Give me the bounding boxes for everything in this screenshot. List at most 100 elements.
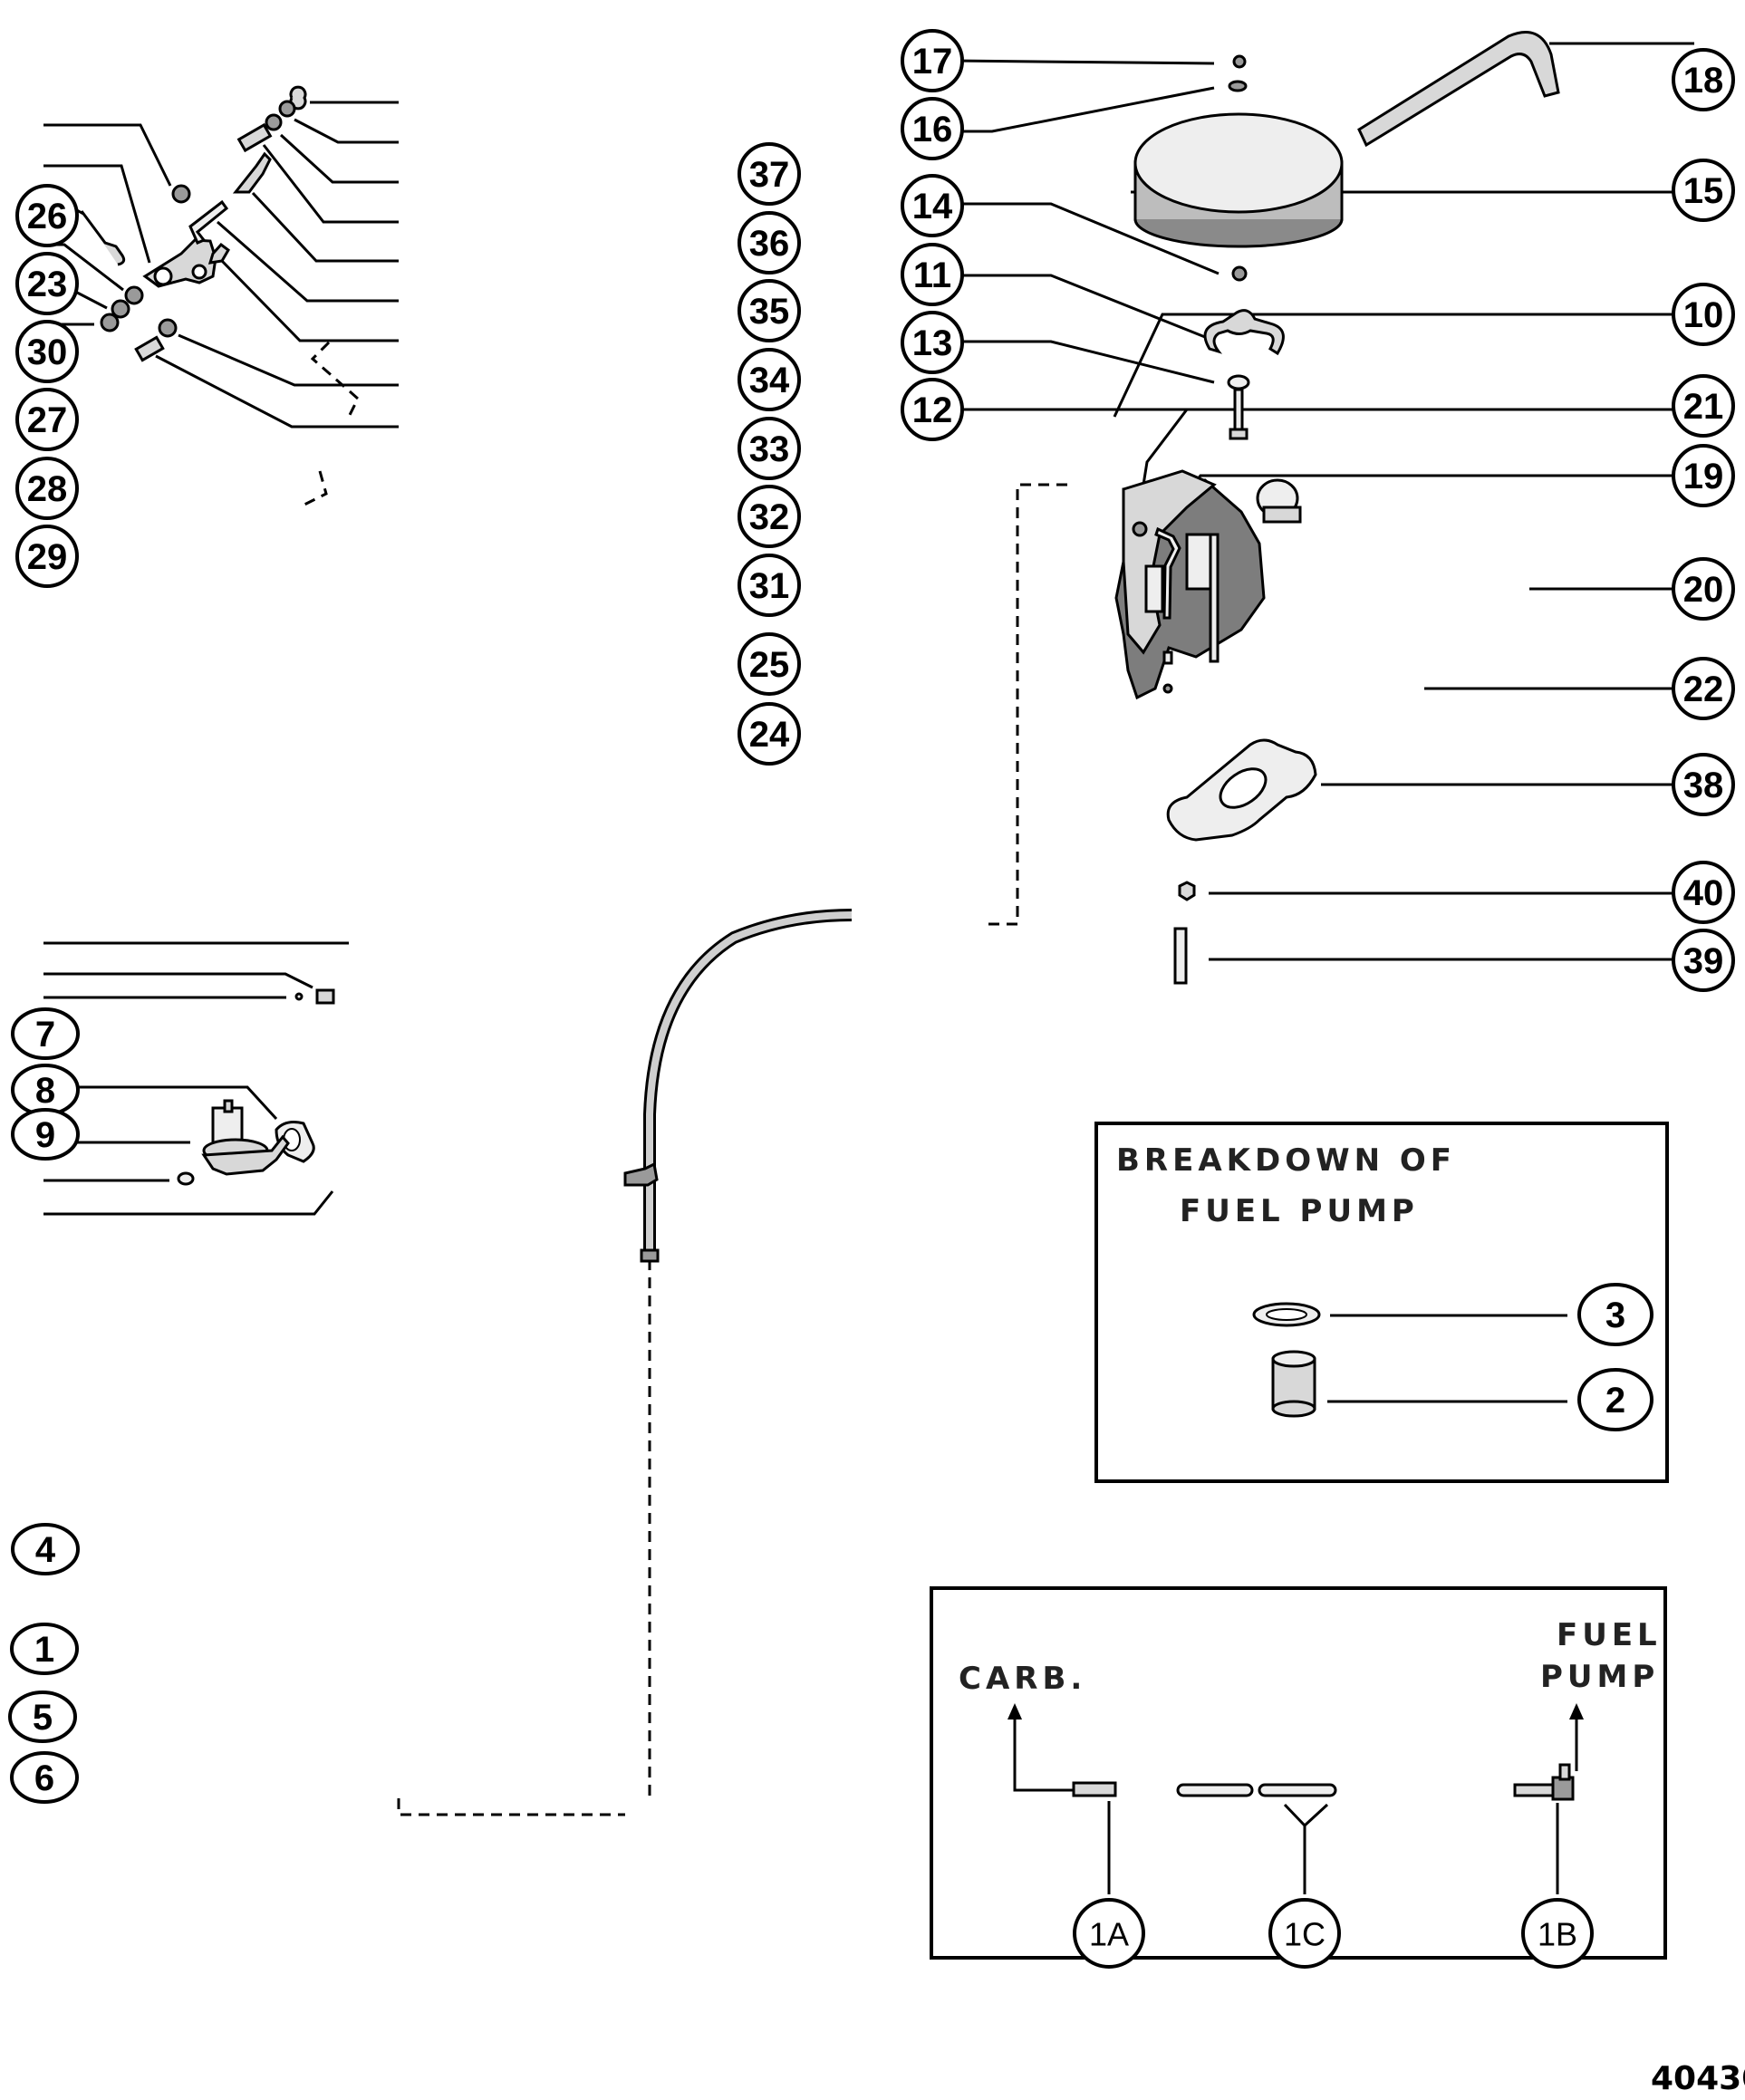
callout-layer: 1716141113121815102119202238403926233027… [8, 29, 1735, 1804]
part-14-nut [1231, 265, 1248, 282]
callout-1a: 1A [1073, 1898, 1145, 1969]
callout-circle [1672, 753, 1735, 816]
callout-circle [738, 702, 801, 766]
callout-number: 1C [1284, 1916, 1326, 1953]
callout-circle [738, 554, 801, 617]
callout-number: 2 [1605, 1381, 1625, 1421]
callout-5: 5 [8, 1691, 77, 1743]
callout-number: 27 [27, 400, 68, 440]
carb-arrowhead-icon [1007, 1703, 1022, 1719]
inset-callout-layer: 3 2 1A 1C 1B [1073, 1283, 1653, 1969]
callout-number: 19 [1683, 457, 1724, 496]
part-13-washer [1227, 374, 1250, 390]
fuel-line-inset: CARB. FUEL PUMP [930, 1586, 1667, 1960]
leader-17 [952, 59, 1215, 65]
callout-3: 3 [1577, 1283, 1653, 1346]
callout-circle [11, 1523, 80, 1575]
leader-4 [43, 1085, 278, 1121]
callout-circle [15, 457, 79, 520]
callout-circle [1521, 1898, 1594, 1969]
fuel-pump-label-line1: FUEL [1557, 1617, 1662, 1653]
callout-number: 5 [33, 1698, 53, 1738]
leader-16 [953, 86, 1215, 133]
callout-9: 9 [11, 1108, 80, 1161]
callout-6: 6 [10, 1751, 79, 1804]
callout-circle [1268, 1898, 1341, 1969]
callout-number: 1B [1538, 1916, 1577, 1953]
assembly-lines [298, 341, 1067, 1816]
callout-circle [8, 1691, 77, 1743]
part-28-washer [111, 299, 130, 319]
callout-number: 1A [1089, 1916, 1129, 1953]
inset-frame [1094, 1122, 1669, 1483]
callout-circle [738, 348, 801, 411]
callout-number: 16 [912, 110, 953, 149]
part-27-washer [124, 285, 144, 305]
callout-17: 17 [901, 29, 964, 92]
leader-6 [43, 1190, 334, 1216]
callout-circle [738, 211, 801, 275]
callout-number: 11 [913, 255, 951, 295]
leader-26 [43, 123, 172, 187]
callout-26: 26 [15, 184, 79, 247]
callout-number: 40 [1683, 873, 1724, 913]
carb-arrow [1013, 1717, 1074, 1792]
leader-23 [43, 164, 151, 264]
leader-36 [294, 118, 399, 144]
callout-30: 30 [15, 320, 79, 383]
callout-8: 8 [11, 1064, 80, 1116]
callout-circle [901, 243, 964, 306]
callout-number: 32 [749, 497, 790, 537]
part-16-washer [1228, 80, 1248, 92]
leader-21 [1138, 408, 1694, 508]
callout-circle [15, 525, 79, 588]
callout-circle [1672, 444, 1735, 507]
carb-label: CARB. [959, 1661, 1086, 1697]
callout-19: 19 [1672, 444, 1735, 507]
part-36-washer [278, 100, 296, 118]
callout-number: 13 [912, 323, 953, 363]
callout-number: 8 [35, 1071, 55, 1111]
inset-title-line2: FUEL PUMP [1180, 1193, 1419, 1229]
part-18-vent-hose [1357, 31, 1560, 148]
callout-number: 36 [749, 224, 790, 264]
callout-16: 16 [901, 97, 964, 160]
inset-title-line1: BREAKDOWN OF [1116, 1142, 1456, 1179]
assembly-line-bracket-26 [310, 341, 360, 418]
callout-number: 31 [749, 566, 790, 606]
leader-34 [262, 144, 399, 224]
callout-20: 20 [1672, 557, 1735, 621]
callout-circle [1672, 283, 1735, 346]
leader-10 [1113, 313, 1694, 418]
callout-37: 37 [738, 142, 801, 206]
part-17-nut [1232, 54, 1247, 69]
leader-25 [178, 333, 399, 387]
callout-circle [901, 311, 964, 374]
callout-circle [738, 632, 801, 696]
assembly-line-bracket-25 [298, 470, 328, 509]
callout-circle [15, 252, 79, 315]
part-33-lever [232, 151, 272, 194]
callout-23: 23 [15, 252, 79, 315]
part-22-retainer [1162, 650, 1173, 665]
part-26-nut [171, 184, 191, 204]
callout-number: 25 [749, 645, 790, 685]
part-8-clamp [315, 988, 335, 1005]
part-24-screw [134, 335, 165, 362]
part-35-washer [265, 113, 283, 131]
assembly-line-pump-to-elbow [397, 1798, 625, 1816]
figure-number: 40430 [1651, 2060, 1745, 2097]
leader-33 [251, 191, 399, 263]
part-20-rod [1209, 533, 1220, 663]
callout-number: 12 [912, 390, 953, 430]
callout-27: 27 [15, 388, 79, 451]
callout-number: 6 [34, 1758, 54, 1798]
leader-14 [953, 202, 1220, 275]
callout-28: 28 [15, 457, 79, 520]
callout-circle [901, 97, 964, 160]
callout-number: 28 [27, 469, 68, 509]
callout-circle [1672, 929, 1735, 992]
leader-35 [279, 133, 399, 184]
part-5-valve [177, 1171, 195, 1186]
callout-circle [738, 279, 801, 342]
